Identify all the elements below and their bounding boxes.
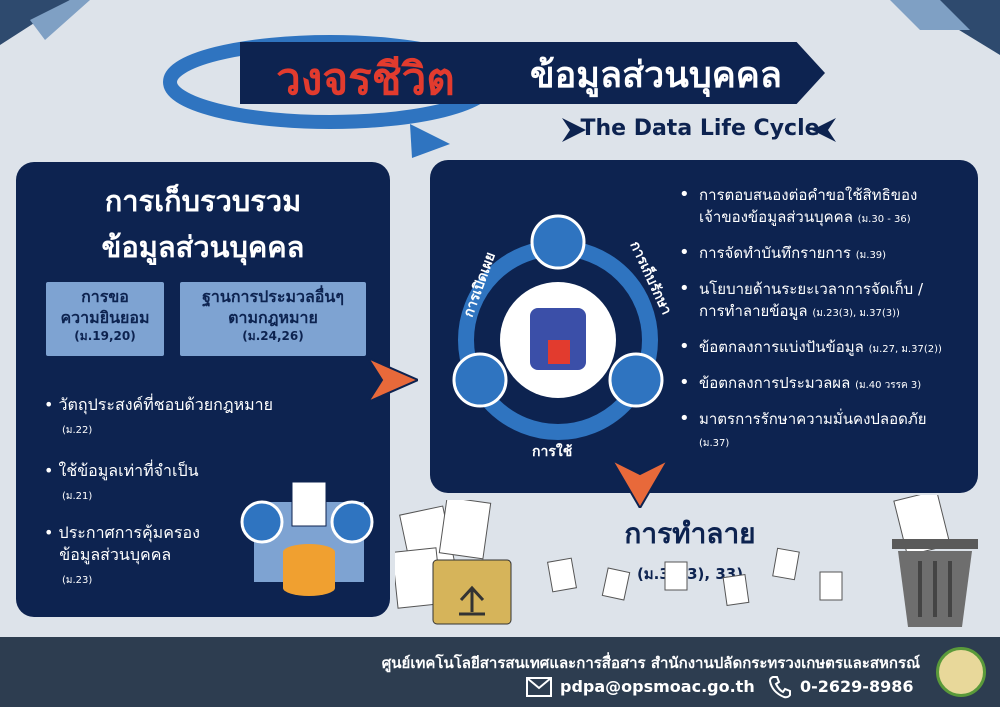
- lifecycle-diagram: การเปิดเผย การเก็บรักษา การใช้: [452, 214, 670, 460]
- footer-email-link[interactable]: pdpa@opsmoac.go.th: [560, 677, 755, 696]
- list-item: นโยบายด้านระยะเวลาการจัดเก็บ /การทำลายข้…: [675, 278, 965, 325]
- database-collection-icon: [240, 482, 374, 596]
- list-item: การจัดทำบันทึกรายการ (ม.39): [675, 242, 965, 267]
- phone-icon: [768, 676, 791, 699]
- footer-phone-link[interactable]: 0-2629-8986: [800, 677, 914, 696]
- bullet-privacy-notice: • ประกาศการคุ้มครอง ข้อมูลส่วนบุคคล (ม.2…: [44, 523, 200, 586]
- bullet-lawful-purpose: • วัตถุประสงค์ที่ชอบด้วยกฎหมาย (ม.22): [44, 395, 274, 436]
- title-life-cycle: วงจรชีวิต: [276, 54, 455, 105]
- documents-folder-icon: [395, 500, 512, 625]
- flow-arrow-icon: [368, 358, 418, 402]
- bullet-data-minimization: • ใช้ข้อมูลเท่าที่จำเป็น (ม.21): [44, 461, 199, 502]
- scattered-pages-icon: [546, 547, 843, 606]
- cycle-label-use: การใช้: [532, 442, 573, 460]
- arrow-right-icon: [562, 118, 586, 142]
- list-item: ข้อตกลงการประมวลผล (ม.40 วรรค 3): [675, 372, 965, 397]
- lifecycle-panel: การเปิดเผย การเก็บรักษา การใช้ การตอบสนอ…: [430, 160, 978, 493]
- ministry-seal-logo: [936, 647, 986, 697]
- trash-bin-icon: [892, 495, 978, 627]
- footer: ศูนย์เทคโนโลยีสารสนเทศและการสื่อสาร สำนั…: [0, 637, 1000, 707]
- arrow-left-icon: [812, 118, 836, 142]
- list-item: การตอบสนองต่อคำขอใช้สิทธิของเจ้าของข้อมู…: [675, 184, 965, 231]
- subtitle: The Data Life Cycle: [580, 116, 820, 141]
- footer-organization: ศูนย์เทคโนโลยีสารสนเทศและการสื่อสาร สำนั…: [381, 654, 920, 672]
- legal-basis-box: ฐานการประมวลอื่นๆ ตามกฎหมาย (ม.24,26): [180, 282, 366, 356]
- corner-decoration-left: [0, 0, 90, 45]
- title-ribbon-right: [470, 42, 825, 104]
- list-item: มาตรการรักษาความมั่นคงปลอดภัย(ม.37): [675, 408, 965, 455]
- obligations-list: การตอบสนองต่อคำขอใช้สิทธิของเจ้าของข้อมู…: [675, 184, 965, 466]
- collection-title: การเก็บรวบรวม ข้อมูลส่วนบุคคล: [101, 184, 305, 264]
- title-ribbon-left: [240, 42, 500, 104]
- list-item: ข้อตกลงการแบ่งปันข้อมูล (ม.27, ม.37(2)): [675, 336, 965, 361]
- email-icon: [526, 677, 552, 697]
- corner-decoration-right: [890, 0, 1000, 55]
- collection-panel: การเก็บรวบรวม ข้อมูลส่วนบุคคล การขอ ความ…: [16, 162, 390, 617]
- consent-box: การขอ ความยินยอม (ม.19,20): [46, 282, 164, 356]
- destruction-section: การทำลาย (ม.37(3), 33): [624, 517, 756, 583]
- title-personal-data: ข้อมูลส่วนบุคคล: [530, 55, 782, 96]
- down-arrow-icon: [612, 460, 668, 508]
